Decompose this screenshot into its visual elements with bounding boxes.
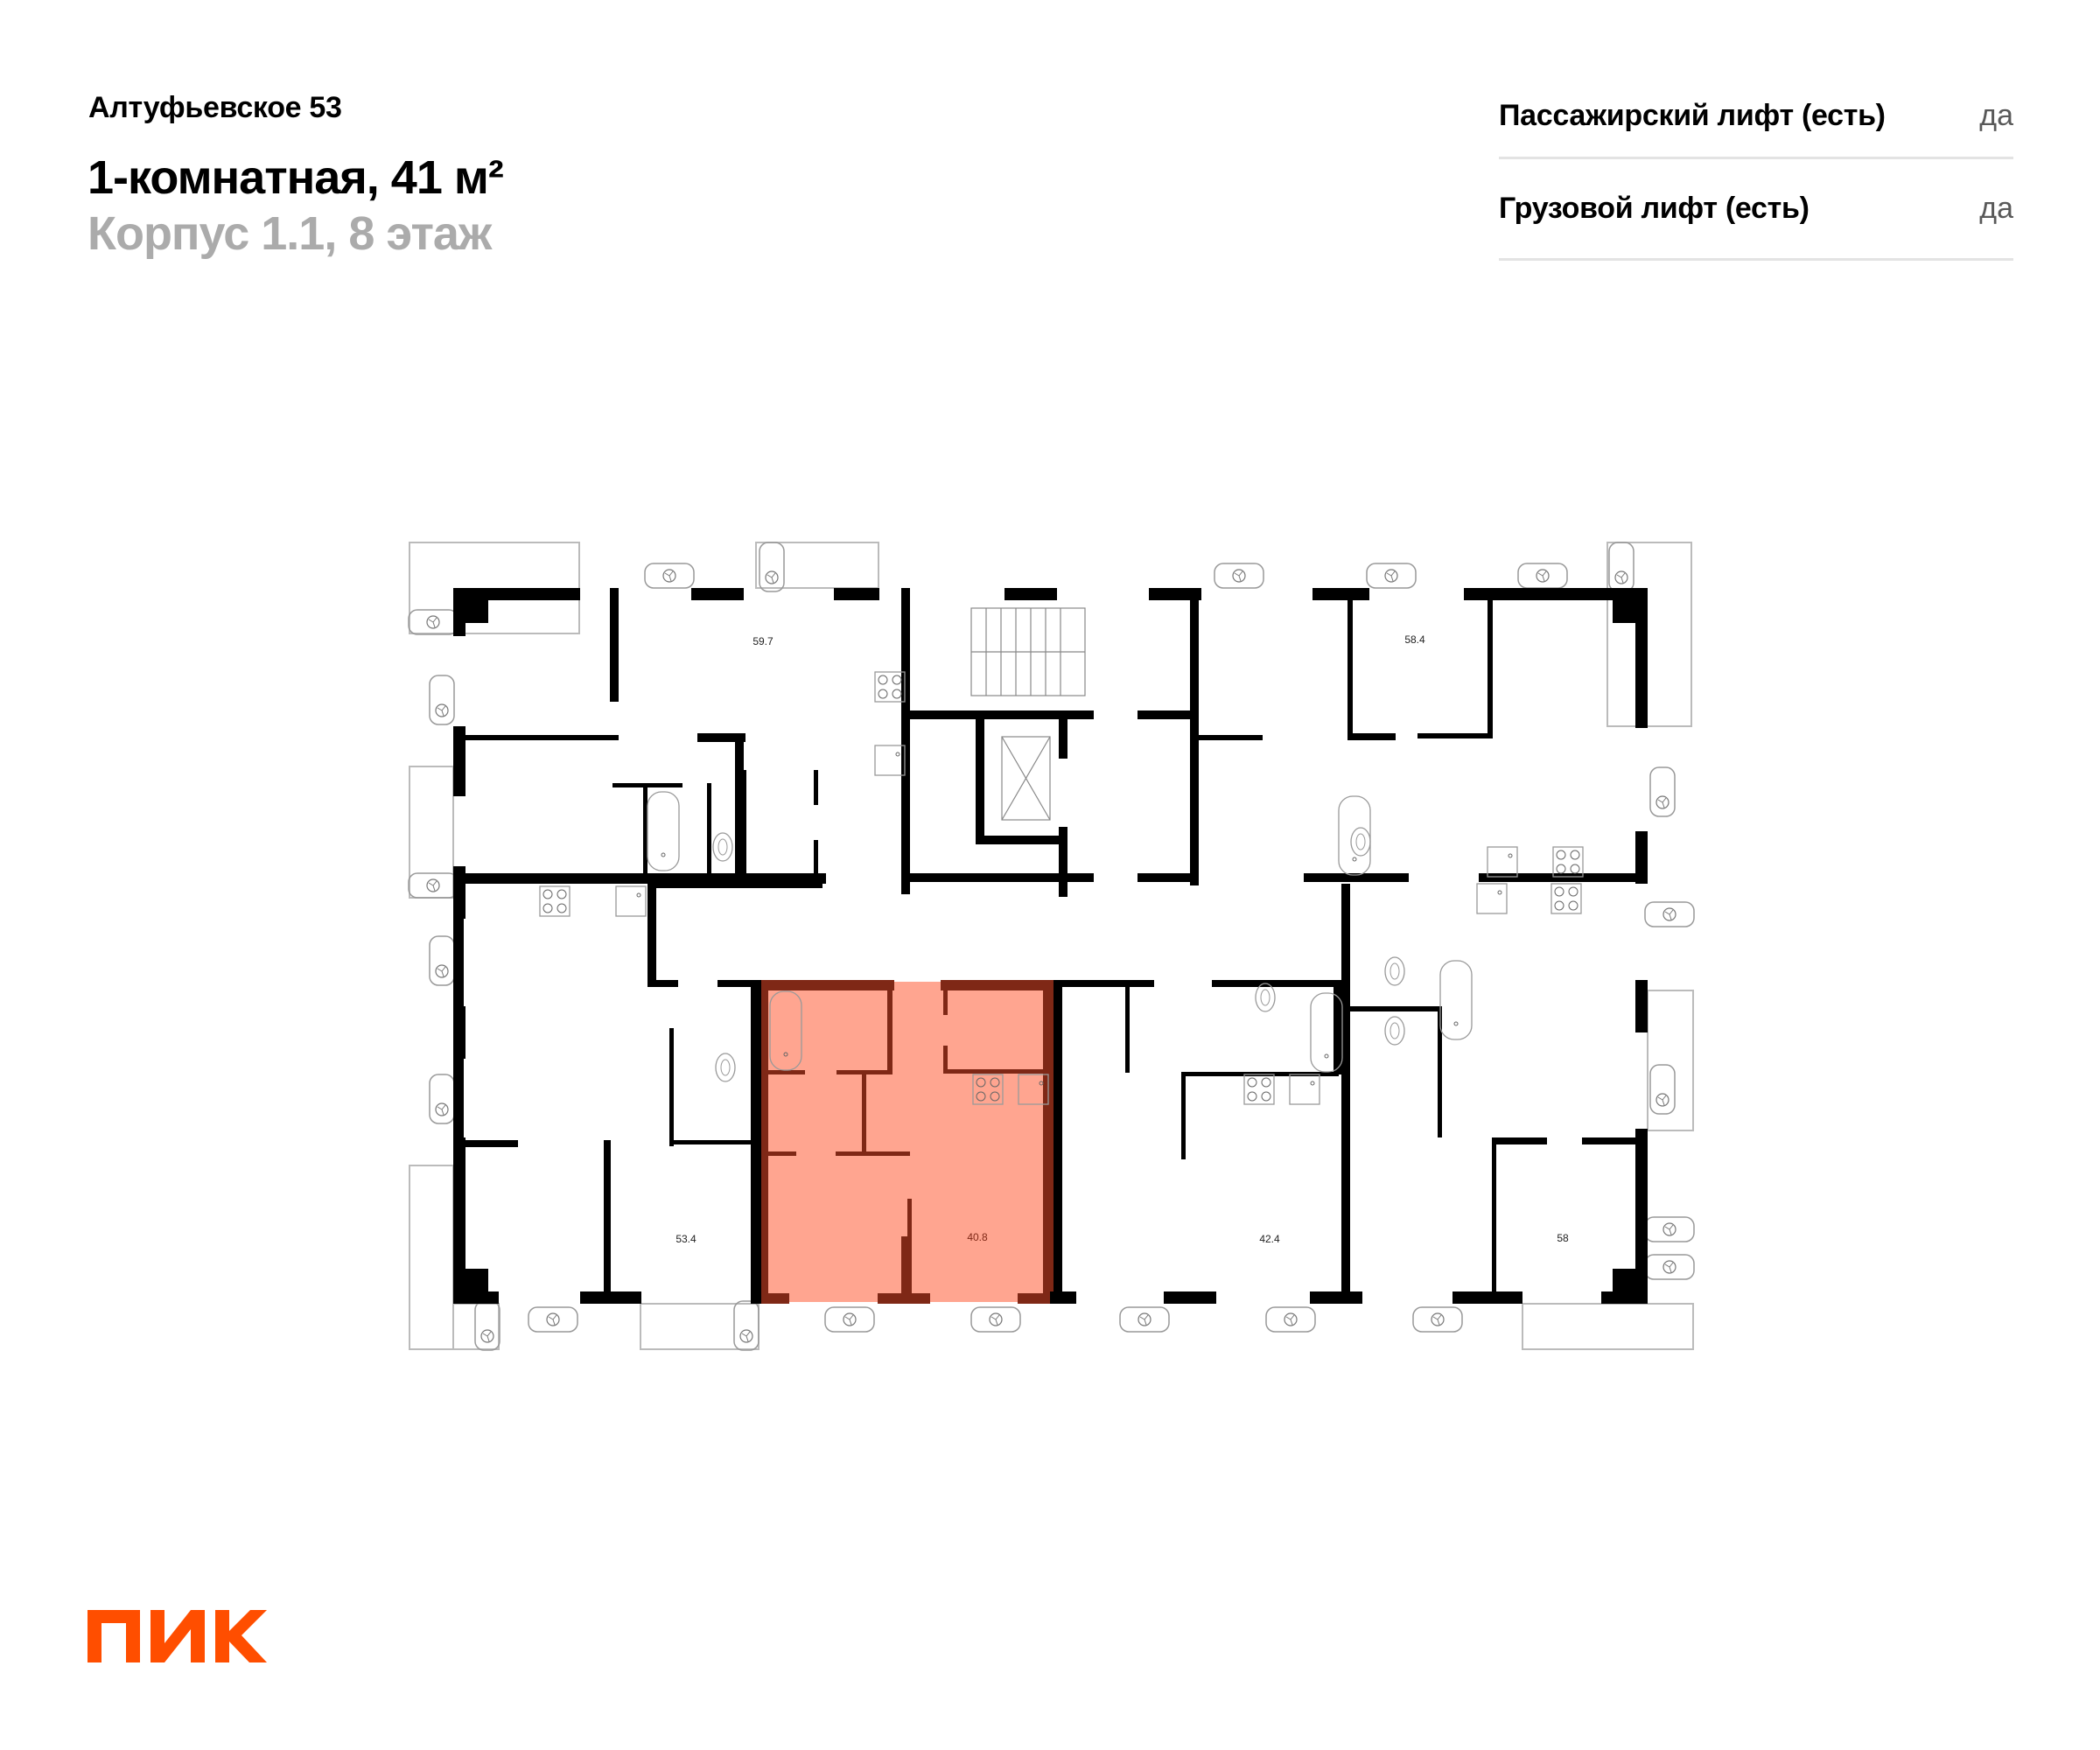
area-label-selected: 40.8 [967, 1231, 988, 1243]
area-label: 42.4 [1259, 1233, 1280, 1245]
pik-logo: ПИК [88, 1610, 267, 1662]
project-name: Алтуфьевское 53 [88, 91, 342, 124]
feature-row-freight-lift: Грузовой лифт (есть) да [1499, 159, 2013, 261]
area-label: 58.4 [1404, 634, 1425, 646]
feature-label: Пассажирский лифт (есть) [1499, 99, 1886, 132]
area-label: 59.7 [752, 635, 774, 648]
apartment-title: 1-комнатная, 41 м² [88, 151, 504, 204]
walls [453, 588, 1648, 1304]
features-table: Пассажирский лифт (есть) да Грузовой лиф… [1499, 80, 2013, 261]
area-labels: 59.7 58.4 53.4 42.4 58 [676, 634, 1569, 1245]
area-label: 58 [1557, 1232, 1569, 1244]
building-floor: Корпус 1.1, 8 этаж [88, 207, 492, 260]
feature-value: да [1979, 99, 2013, 132]
area-label: 53.4 [676, 1233, 696, 1245]
feature-row-passenger-lift: Пассажирский лифт (есть) да [1499, 80, 2013, 159]
staircase [970, 607, 1086, 696]
feature-value: да [1979, 192, 2013, 225]
elevator-shaft [1001, 736, 1051, 821]
feature-label: Грузовой лифт (есть) [1499, 192, 1810, 225]
selected-apartment[interactable]: 40.8 [758, 980, 1054, 1304]
